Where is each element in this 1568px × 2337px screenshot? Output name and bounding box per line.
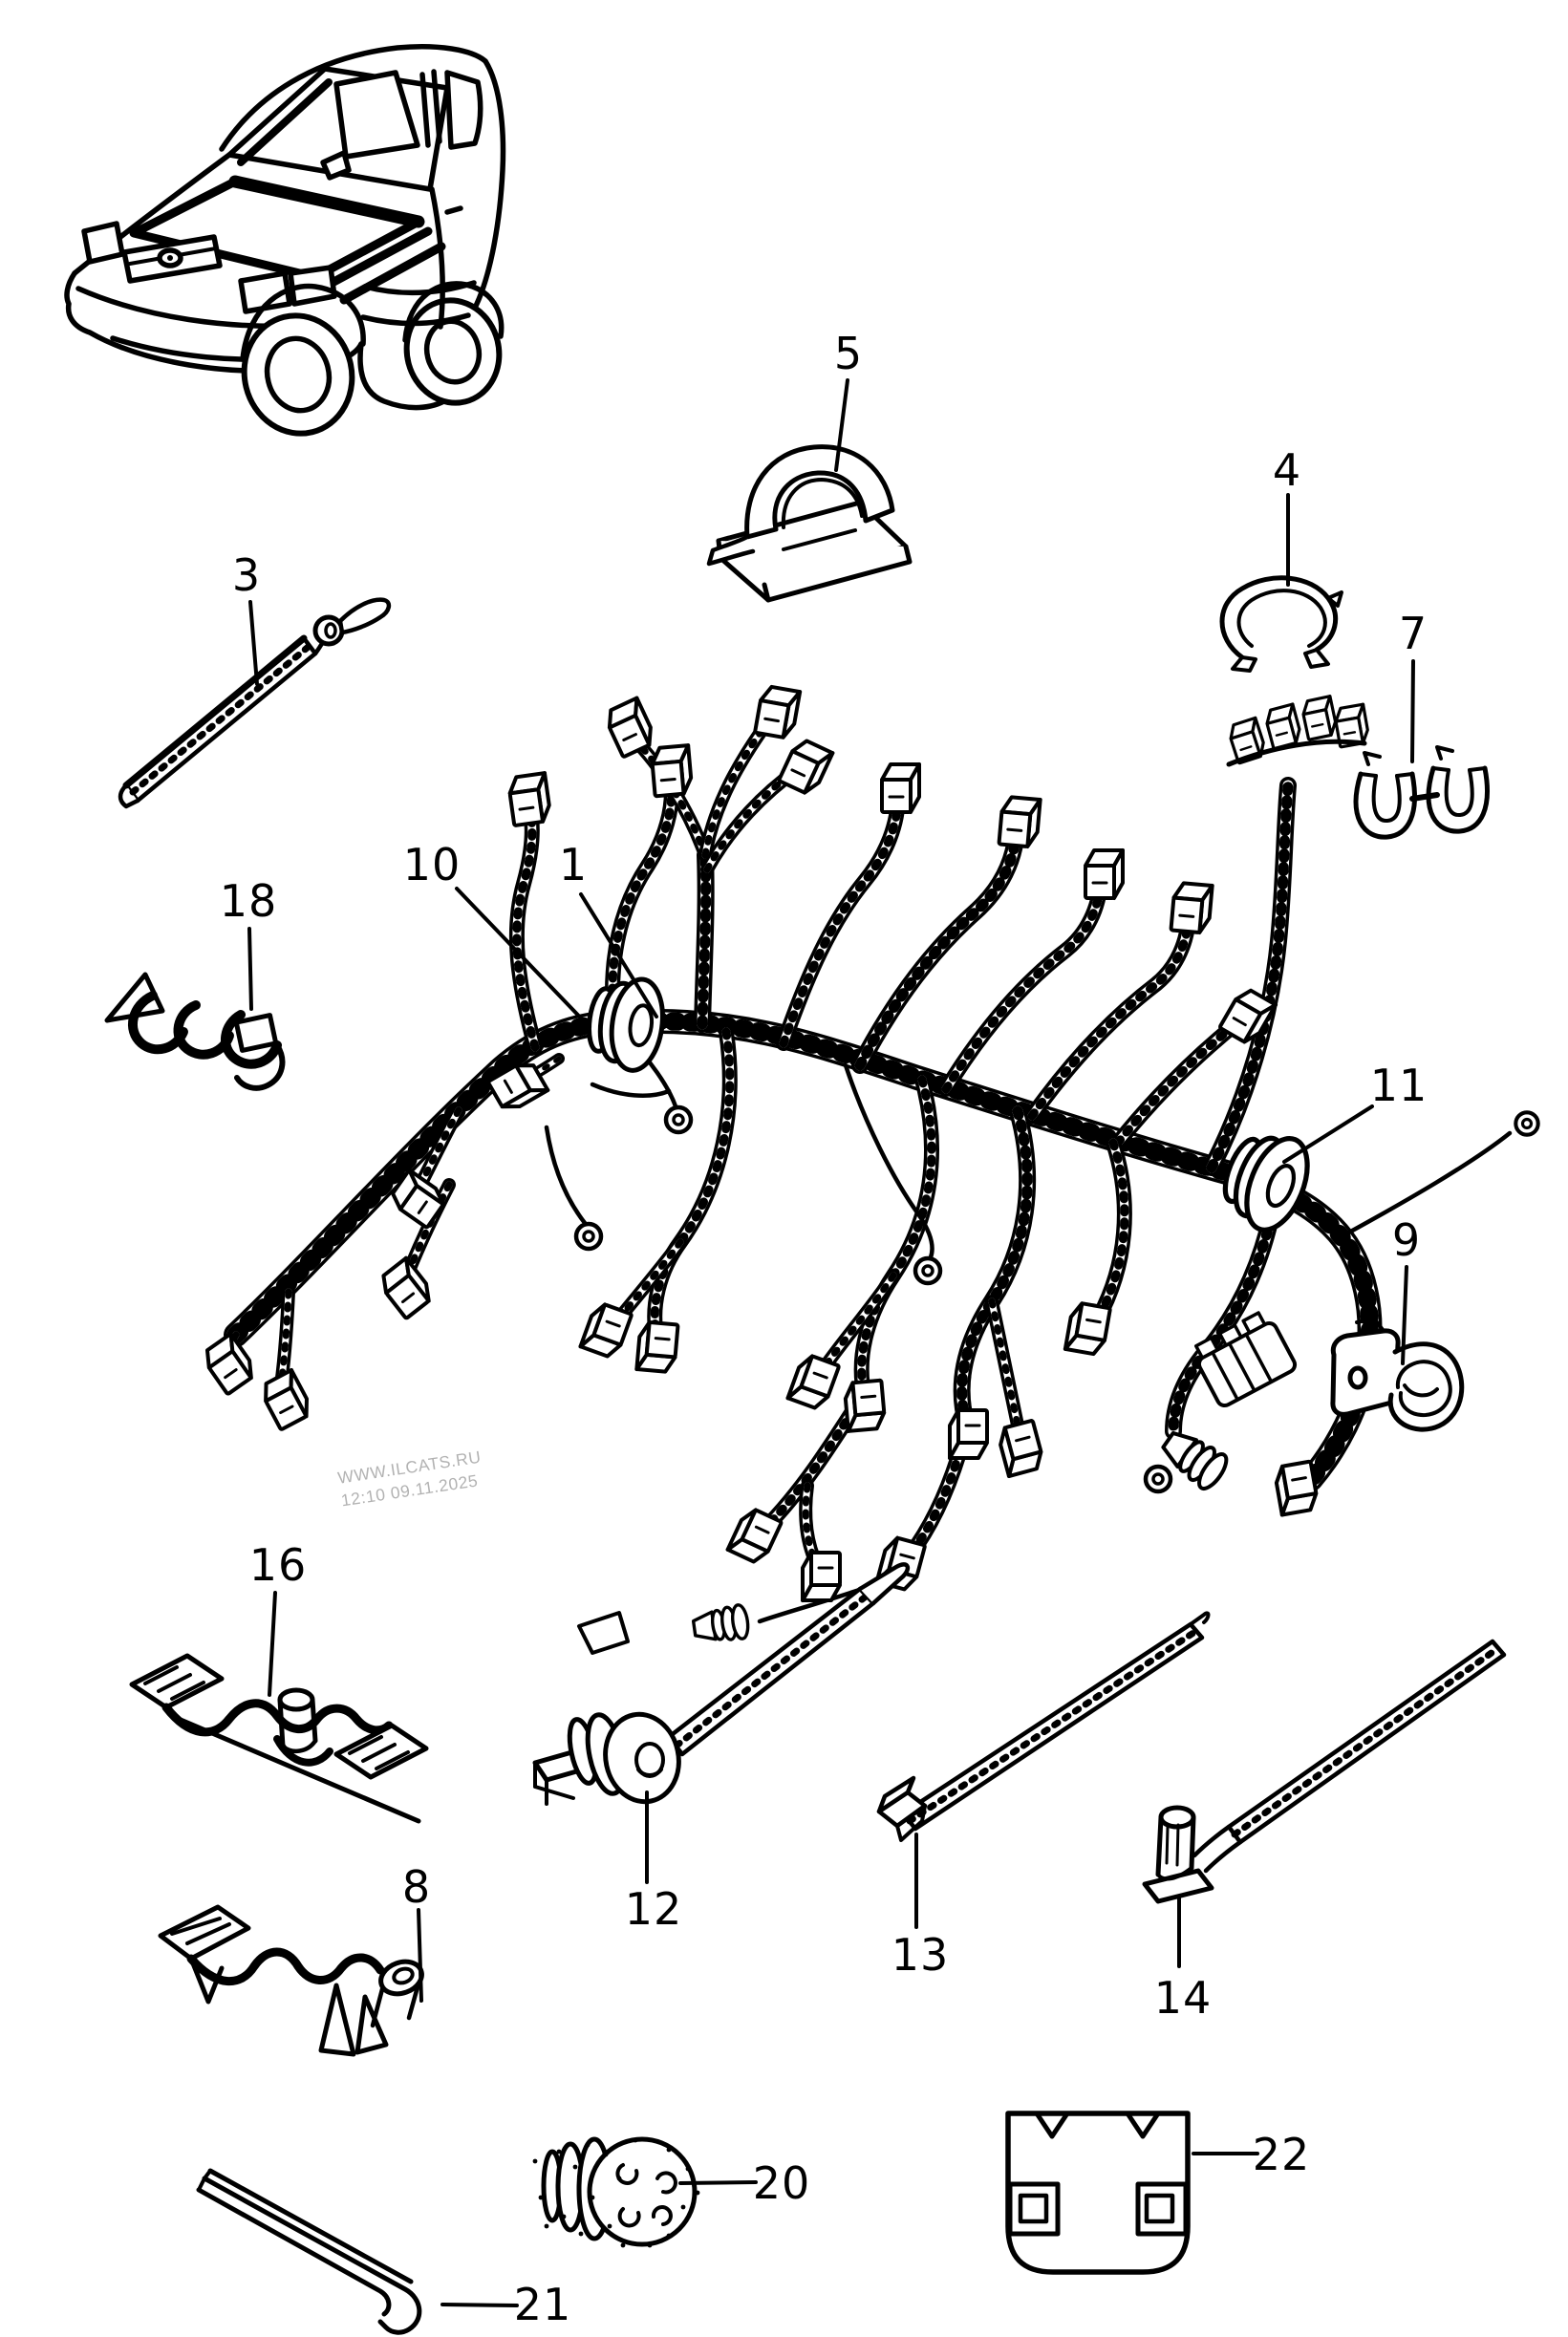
car-illustration [64, 44, 506, 437]
part-13-cable-tie [876, 1611, 1211, 1842]
leader-10 [455, 887, 591, 1029]
leader-9 [1401, 1265, 1408, 1365]
part-18-spiral-clip [104, 972, 286, 1091]
comb-connector [1193, 1311, 1298, 1408]
callout-13: 13 [891, 1929, 950, 1981]
callout-7: 7 [1398, 608, 1428, 659]
leader-18 [247, 927, 253, 1011]
callout-10: 10 [402, 839, 462, 890]
part-9-pipe-clamp [1330, 1317, 1465, 1432]
leader-lines [247, 378, 1415, 2307]
callout-3: 3 [231, 549, 262, 601]
part-21-channel-strip [196, 2168, 422, 2335]
part-10-grommet [584, 973, 669, 1074]
callout-16: 16 [248, 1539, 308, 1591]
leader-5 [834, 378, 849, 472]
callout-20: 20 [752, 2157, 811, 2209]
wiring-harness [201, 685, 1538, 1655]
part-4-clamp [1219, 575, 1343, 673]
callout-1: 1 [558, 839, 589, 890]
part-22-bracket-box [1005, 2111, 1191, 2275]
leader-16 [268, 1591, 277, 1697]
callout-4: 4 [1272, 444, 1302, 496]
leader-20 [678, 2180, 758, 2185]
callout-5: 5 [833, 328, 864, 379]
callout-14: 14 [1153, 1972, 1213, 2024]
part-5-adhesive-clip [706, 444, 913, 603]
grommet-stipple [532, 2137, 700, 2248]
callout-8: 8 [401, 1861, 432, 1913]
part-12-grommet-with-tie [532, 1562, 911, 1806]
callout-22: 22 [1252, 2129, 1311, 2180]
leader-8 [417, 1908, 423, 2003]
part-7-double-clip [1353, 745, 1490, 840]
leader-1 [579, 892, 658, 1018]
callout-9: 9 [1391, 1214, 1422, 1266]
part-16-cable-holder [129, 1653, 429, 1824]
part-14-cable-tie-with-foot [1142, 1639, 1507, 1904]
leader-11 [1282, 1104, 1374, 1164]
callout-12: 12 [624, 1883, 683, 1935]
callout-21: 21 [513, 2279, 572, 2330]
leader-7 [1410, 659, 1415, 763]
callout-18: 18 [219, 875, 278, 927]
leader-3 [248, 600, 259, 686]
part-20-grommet [532, 2136, 700, 2248]
callout-11: 11 [1369, 1060, 1428, 1111]
part-3-cable-tie [118, 597, 392, 809]
part-8-cable-holder [158, 1904, 424, 2057]
